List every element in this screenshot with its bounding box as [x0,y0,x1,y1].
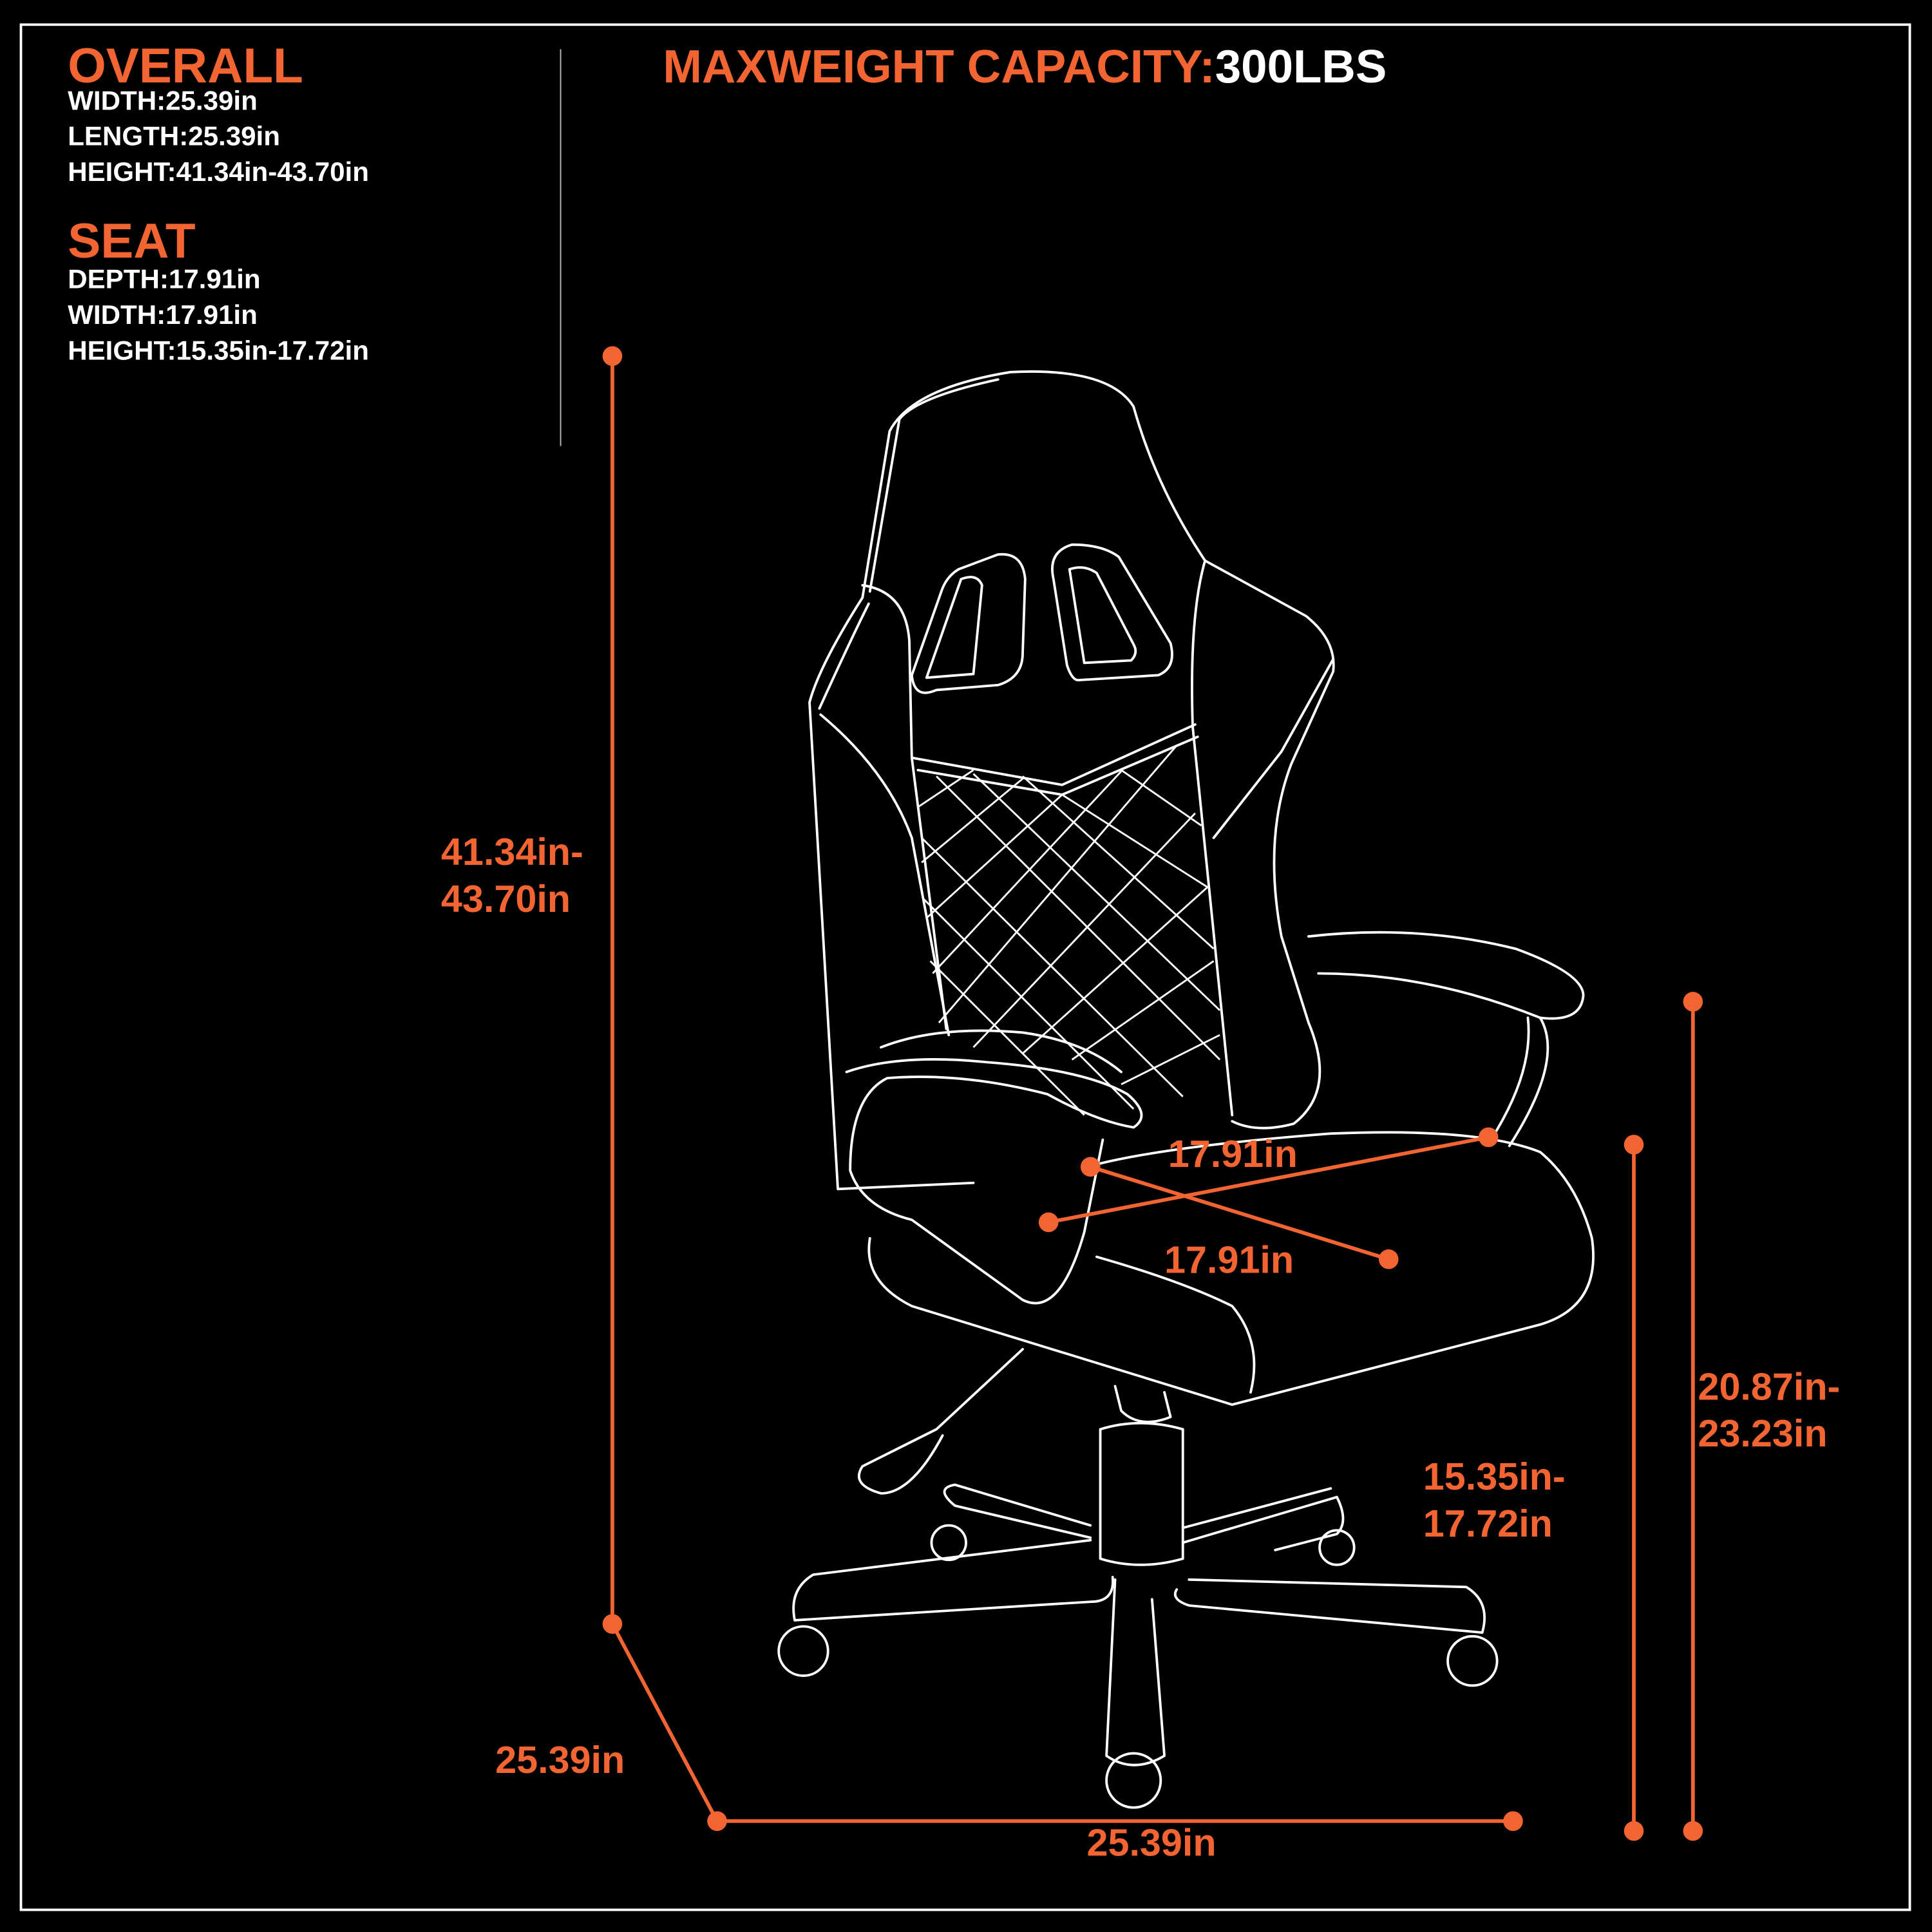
overall-width: WIDTH:25.39in [68,85,258,115]
capacity-label: MAXWEIGHT CAPACITY: [663,41,1215,93]
base-length-label: 25.39in [495,1738,625,1781]
seat-height-label-1: 15.35in- [1423,1455,1566,1498]
seat-height: HEIGHT:15.35in-17.72in [68,336,369,366]
base-width-label: 25.39in [1086,1821,1216,1864]
dimension-lines [602,346,1703,1841]
max-weight-capacity: MAXWEIGHT CAPACITY:300LBS [663,41,1387,93]
seat-depth: DEPTH:17.91in [68,264,260,294]
seat-width: WIDTH:17.91in [68,299,258,330]
seat-title: SEAT [68,214,195,269]
overall-title: OVERALL [68,39,303,93]
armrest-height-label-1: 20.87in- [1698,1365,1840,1408]
frame-border [19,23,1911,1911]
seat-depth-label: 17.91in [1164,1238,1294,1281]
seat-width-label: 17.91in [1168,1132,1298,1175]
chair-drawing [777,370,1595,1809]
overall-height-label-2: 43.70in [441,877,571,920]
capacity-value: 300LBS [1215,41,1387,93]
armrest-height-label-2: 23.23in [1698,1412,1827,1455]
overall-length: LENGTH:25.39in [68,121,280,151]
overall-height-label-1: 41.34in- [441,830,583,873]
seat-height-label-2: 17.72in [1423,1502,1553,1545]
overall-height: HEIGHT:41.34in-43.70in [68,156,369,187]
